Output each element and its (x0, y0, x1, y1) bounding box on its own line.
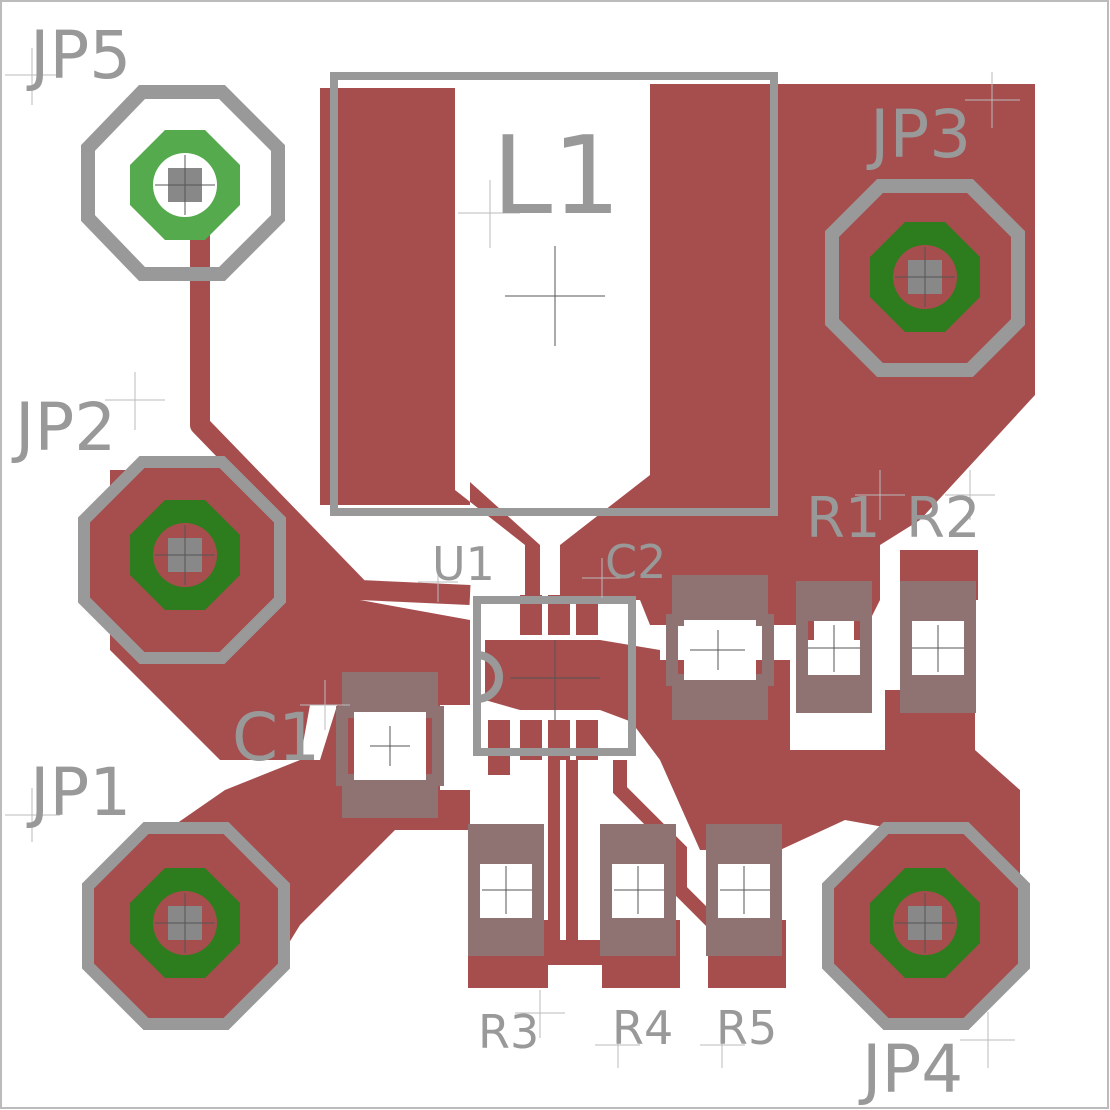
label-l1: L1 (492, 114, 621, 239)
u1-label-anchor (418, 562, 458, 602)
r4-pad-low (606, 918, 670, 950)
r3-pad-low (474, 918, 538, 950)
label-jp4: JP4 (858, 1031, 963, 1108)
r2-label-anchor (945, 470, 995, 520)
r1-pad-top (802, 587, 866, 621)
r4-origin (614, 866, 664, 914)
jp4-label-anchor (960, 1012, 1015, 1068)
label-jp2: JP2 (11, 389, 116, 466)
r4-pad-top (606, 830, 670, 864)
r3-r4-bridge (548, 940, 602, 965)
r1-pad-bottom (802, 675, 866, 707)
u1-pad-1 (520, 595, 542, 635)
u1-origin (510, 640, 600, 720)
u1-pad-4 (488, 720, 510, 775)
r5-pad-low (712, 918, 776, 950)
label-jp5: JP5 (26, 17, 131, 94)
r2-pad-top2 (906, 587, 970, 621)
l1-label-anchor (458, 180, 520, 248)
r5-label-anchor (700, 1022, 745, 1068)
jp5-label-anchor (5, 48, 60, 105)
jp4-origin (895, 893, 955, 953)
r3-pad-top (474, 830, 538, 864)
label-jp1: JP1 (26, 754, 131, 831)
label-u1: U1 (432, 537, 495, 591)
r1-label-anchor (855, 470, 905, 520)
jp1-ring (82, 822, 290, 1030)
label-r5: R5 (716, 1001, 777, 1055)
jp2-label-anchor (105, 372, 165, 430)
r2-pad-bottom (906, 675, 970, 707)
jp2-origin (155, 525, 215, 585)
l1-outline (330, 72, 778, 516)
jp5-ring (81, 85, 285, 281)
trace-u1-r3 (548, 760, 560, 940)
label-c2: C2 (605, 535, 666, 589)
c2-origin (690, 630, 745, 670)
label-anchors (5, 48, 1020, 1068)
r2-origin (912, 625, 964, 672)
silkscreen-layer (78, 72, 1030, 1030)
r3-label-anchor (515, 990, 565, 1038)
r5-origin (720, 866, 770, 914)
c1-pad-bottom (342, 780, 438, 818)
label-r4: R4 (612, 1001, 673, 1055)
trace-u1-r4 (566, 760, 578, 940)
u1-outline (473, 596, 636, 756)
origin-markers (155, 155, 964, 953)
jp3-origin (895, 247, 955, 307)
c1-origin (370, 726, 410, 766)
jp4-ring (822, 822, 1030, 1030)
l1-pad-left (320, 88, 540, 600)
c2-label-anchor (582, 558, 622, 598)
label-c1: C1 (232, 699, 320, 776)
r5-pad-top (712, 830, 776, 864)
text-labels: JP5 JP3 JP2 JP1 JP4 L1 U1 C1 C2 R1 R2 R3… (11, 17, 981, 1108)
c2-pad-bottom (672, 680, 768, 720)
label-jp3: JP3 (866, 96, 971, 173)
trace-r4-r5 (613, 760, 725, 935)
u1-pad-2 (548, 595, 570, 635)
jp3-ring (825, 179, 1025, 377)
u1-notch (476, 651, 503, 703)
jp2-ring (78, 456, 286, 664)
u1-pour (485, 640, 660, 725)
jp1-label-anchor (5, 788, 60, 842)
label-r3: R3 (478, 1005, 539, 1059)
l1-origin (505, 246, 605, 346)
r3-origin (482, 866, 532, 914)
label-r2: R2 (906, 486, 981, 551)
r1-origin (808, 625, 860, 672)
jp1-origin (155, 893, 215, 953)
jp3-label-anchor (965, 72, 1020, 128)
label-r1: R1 (806, 486, 881, 551)
jp5-origin (155, 155, 215, 215)
c1-pad-top (342, 672, 438, 712)
u1-pad-3 (576, 595, 598, 635)
r4-label-anchor (595, 1022, 640, 1068)
c2-pad-top (672, 575, 768, 620)
c1-label-anchor (300, 680, 350, 730)
